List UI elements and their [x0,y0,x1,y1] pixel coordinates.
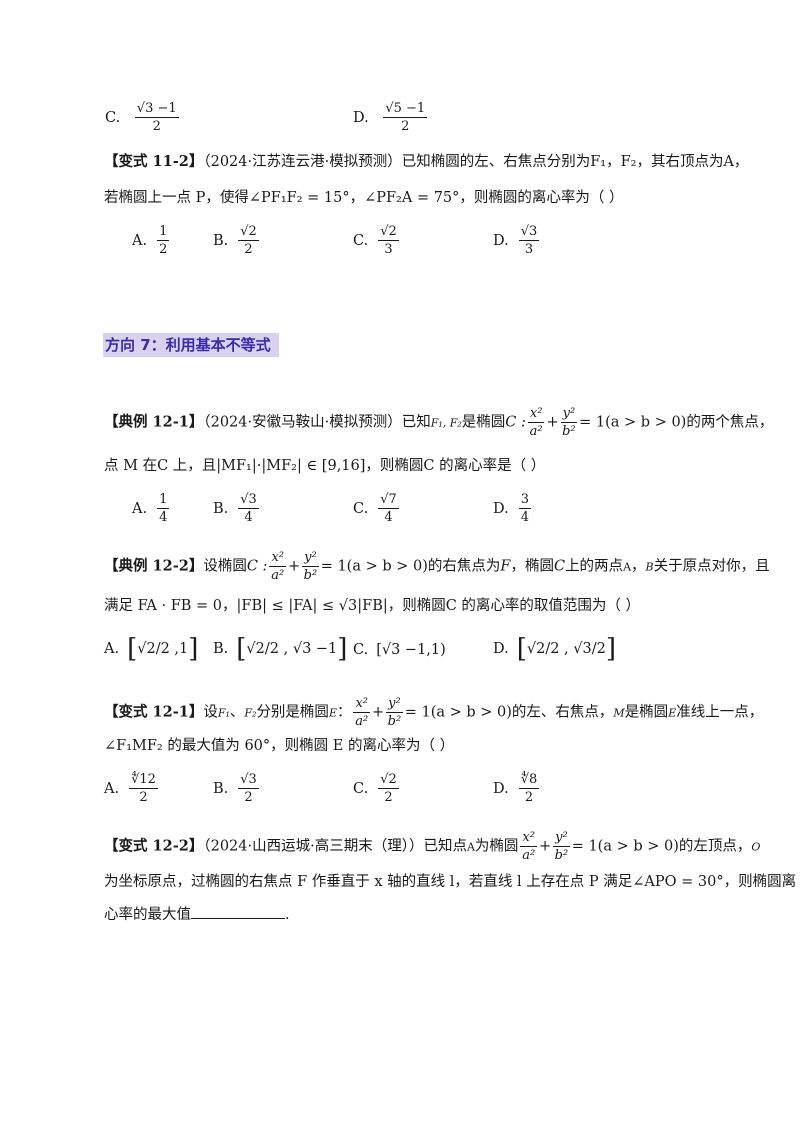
example-12-1-line1: 【典例 12-1】（2024·安徽马鞍山·模拟预测）已知F₁, F₂是椭圆C :… [104,406,774,439]
variant-12-2-line2: 为坐标原点，过椭圆的右焦点 F 作垂直于 x 轴的直线 l，若直线 l 上存在点… [104,874,797,890]
example-12-1-line2: 点 M 在C 上，且|MF₁|·|MF₂| ∈ [9,16]，则椭圆C 的离心率… [104,458,546,474]
answer-blank[interactable] [191,904,285,919]
variant-12-2-line3: 心率的最大值. [104,904,290,925]
example-12-2-option-a: A.[√2/2 ,1] [104,634,199,664]
example-12-2-option-c: C.[√3 −1,1) [353,642,446,658]
section-heading: 方向 7：利用基本不等式 [103,333,279,357]
variant-11-2-line2: 若椭圆上一点 P，使得∠PF₁F₂ = 15°，∠PF₂A = 75°，则椭圆的… [104,190,624,206]
example-12-2-line2: 满足 FA · FB = 0，|FB| ≤ |FA| ≤ √3|FB|，则椭圆C… [104,598,641,614]
variant-11-2-line1: 【变式 11-2】（2024·江苏连云港·模拟预测）已知椭圆的左、右焦点分别为F… [104,153,749,170]
variant-12-1-line2: ∠F₁MF₂ 的最大值为 60°，则椭圆 E 的离心率为（ ） [104,738,455,754]
example-12-2-option-d: D.[√2/2 , √3/2] [493,634,617,664]
example-12-2-option-b: B.[√2/2 , √3 −1] [213,634,348,664]
